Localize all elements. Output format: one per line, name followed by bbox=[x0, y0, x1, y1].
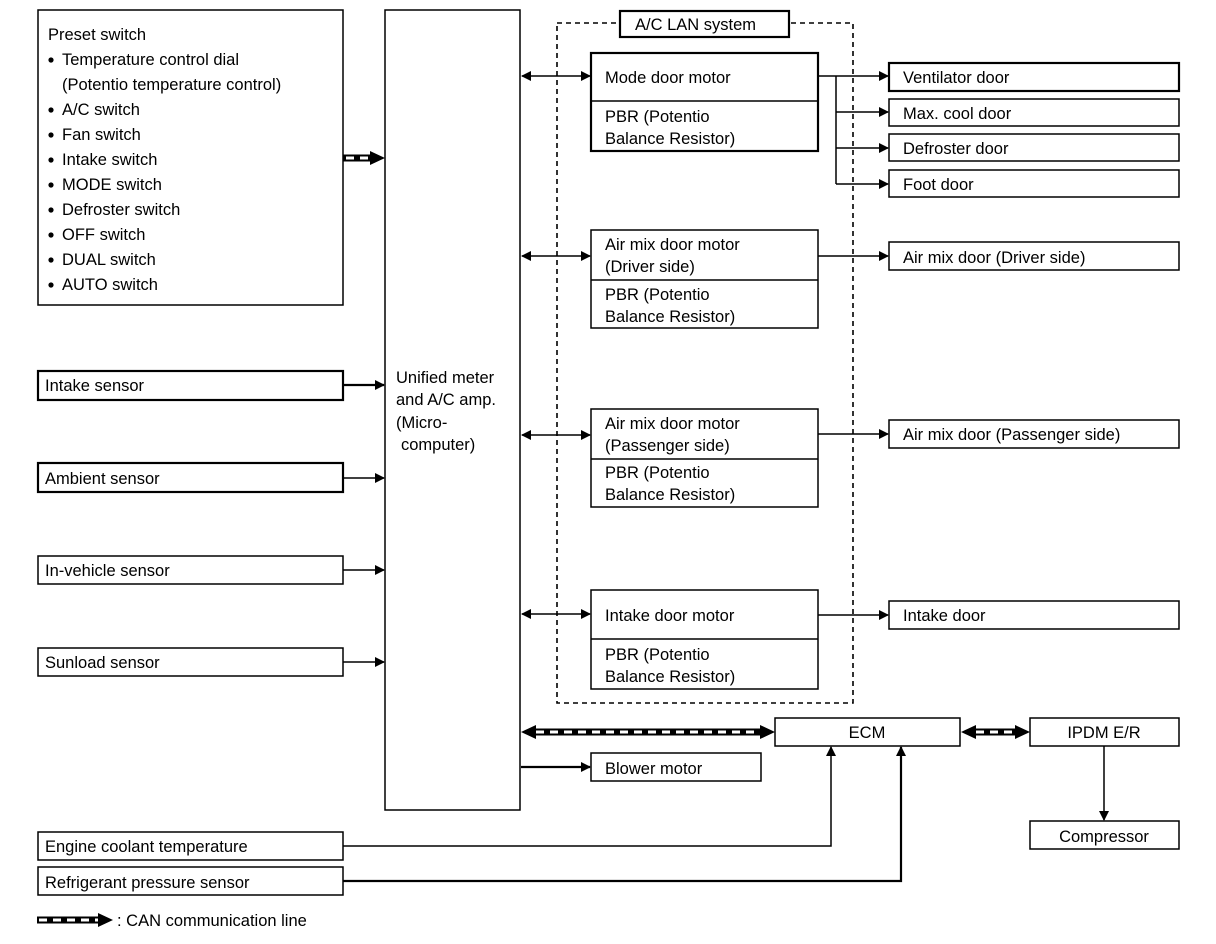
mode-door-motor-box: Mode door motor PBR (Potentio Balance Re… bbox=[589, 51, 820, 153]
preset-switch-title: Preset switch bbox=[48, 26, 146, 44]
foot-door-box: Foot door bbox=[888, 169, 1180, 198]
airmix-passenger-door-box: Air mix door (Passenger side) bbox=[888, 419, 1180, 449]
preset-item-sub: (Potentio temperature control) bbox=[62, 76, 281, 94]
bullet-icon bbox=[48, 57, 54, 288]
can-line-preset bbox=[343, 151, 385, 165]
can-line-legend-icon bbox=[37, 913, 113, 927]
sunload-sensor-box: Sunload sensor bbox=[37, 647, 344, 677]
pbr-label-line1: PBR (Potentio bbox=[605, 646, 710, 664]
pbr-label-line1: PBR (Potentio bbox=[605, 108, 710, 126]
airmix-passenger-motor-label2: (Passenger side) bbox=[605, 437, 730, 455]
mode-door-connectors bbox=[818, 71, 889, 189]
airmix-driver-door-label: Air mix door (Driver side) bbox=[903, 249, 1085, 267]
preset-item: AUTO switch bbox=[62, 276, 158, 294]
preset-item: A/C switch bbox=[62, 101, 140, 119]
invehicle-sensor-label: In-vehicle sensor bbox=[45, 562, 170, 580]
pbr-label-line2: Balance Resistor) bbox=[605, 486, 735, 504]
can-line-amp-ecm bbox=[521, 725, 775, 739]
compressor-box: Compressor bbox=[1029, 820, 1180, 850]
amp-label-line1: Unified meter bbox=[396, 369, 495, 387]
legend: : CAN communication line bbox=[37, 912, 307, 930]
airmix-driver-door-box: Air mix door (Driver side) bbox=[888, 241, 1180, 271]
amp-label-line2: and A/C amp. bbox=[396, 391, 496, 409]
ac-lan-system-group: A/C LAN system bbox=[556, 9, 854, 704]
legend-label: : CAN communication line bbox=[117, 912, 307, 930]
preset-switch-box: Preset switch Temperature control dial (… bbox=[37, 9, 344, 306]
defroster-door-label: Defroster door bbox=[903, 140, 1009, 158]
can-line-ecm-ipdm bbox=[961, 725, 1030, 739]
intake-door-label: Intake door bbox=[903, 607, 986, 625]
intake-door-motor-box: Intake door motor PBR (Potentio Balance … bbox=[590, 589, 819, 690]
compressor-label: Compressor bbox=[1059, 828, 1149, 846]
ipdm-er-box: IPDM E/R bbox=[1029, 717, 1180, 747]
pbr-label-line2: Balance Resistor) bbox=[605, 668, 735, 686]
pbr-label-line1: PBR (Potentio bbox=[605, 286, 710, 304]
airmix-driver-motor-box: Air mix door motor (Driver side) PBR (Po… bbox=[590, 229, 819, 329]
ventilator-door-box: Ventilator door bbox=[887, 61, 1181, 93]
refrigerant-ecm-line bbox=[343, 746, 906, 883]
defroster-door-box: Defroster door bbox=[888, 133, 1180, 162]
maxcool-door-box: Max. cool door bbox=[888, 98, 1180, 127]
preset-item: MODE switch bbox=[62, 176, 162, 194]
maxcool-door-label: Max. cool door bbox=[903, 105, 1012, 123]
intake-sensor-box: Intake sensor bbox=[36, 369, 345, 402]
ecm-box: ECM bbox=[774, 717, 961, 747]
ventilator-door-label: Ventilator door bbox=[903, 69, 1010, 87]
ambient-sensor-box: Ambient sensor bbox=[36, 461, 345, 494]
ac-lan-title: A/C LAN system bbox=[635, 16, 756, 34]
unified-meter-amp-box: Unified meter and A/C amp. (Micro- compu… bbox=[384, 9, 521, 811]
engine-coolant-label: Engine coolant temperature bbox=[45, 838, 248, 856]
airmix-driver-motor-label1: Air mix door motor bbox=[605, 236, 740, 254]
airmix-passenger-motor-label1: Air mix door motor bbox=[605, 415, 740, 433]
preset-item: OFF switch bbox=[62, 226, 145, 244]
airmix-driver-motor-label2: (Driver side) bbox=[605, 258, 695, 276]
pbr-label-line2: Balance Resistor) bbox=[605, 308, 735, 326]
refrigerant-sensor-box: Refrigerant pressure sensor bbox=[37, 866, 344, 896]
intake-sensor-label: Intake sensor bbox=[45, 377, 145, 395]
intake-door-motor-label: Intake door motor bbox=[605, 607, 735, 625]
amp-label-line4: computer) bbox=[401, 436, 475, 454]
coolant-ecm-line bbox=[343, 746, 836, 847]
blower-motor-label: Blower motor bbox=[605, 760, 703, 778]
preset-item: Fan switch bbox=[62, 126, 141, 144]
pbr-label-line1: PBR (Potentio bbox=[605, 464, 710, 482]
preset-item: Temperature control dial bbox=[62, 51, 239, 69]
foot-door-label: Foot door bbox=[903, 176, 974, 194]
mode-door-motor-label: Mode door motor bbox=[605, 69, 731, 87]
preset-item: Defroster switch bbox=[62, 201, 180, 219]
airmix-passenger-motor-box: Air mix door motor (Passenger side) PBR … bbox=[590, 408, 819, 508]
ambient-sensor-label: Ambient sensor bbox=[45, 470, 160, 488]
intake-door-box: Intake door bbox=[888, 600, 1180, 630]
preset-item: DUAL switch bbox=[62, 251, 156, 269]
amp-label-line3: (Micro- bbox=[396, 414, 447, 432]
ecm-label: ECM bbox=[849, 724, 886, 742]
pbr-label-line2: Balance Resistor) bbox=[605, 130, 735, 148]
sunload-sensor-label: Sunload sensor bbox=[45, 654, 160, 672]
invehicle-sensor-box: In-vehicle sensor bbox=[37, 555, 344, 585]
engine-coolant-box: Engine coolant temperature bbox=[37, 831, 344, 861]
ipdm-er-label: IPDM E/R bbox=[1067, 724, 1140, 742]
blower-motor-box: Blower motor bbox=[590, 752, 762, 782]
airmix-passenger-door-label: Air mix door (Passenger side) bbox=[903, 426, 1120, 444]
refrigerant-sensor-label: Refrigerant pressure sensor bbox=[45, 874, 250, 892]
preset-item: Intake switch bbox=[62, 151, 157, 169]
